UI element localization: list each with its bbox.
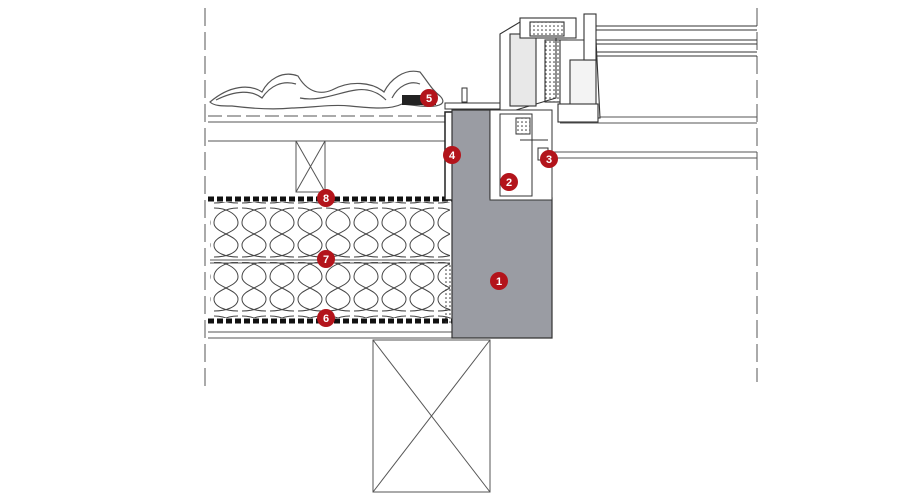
callout-markers: 1 2 3 4 5 6 7 8	[317, 89, 558, 327]
insulation-layer	[210, 202, 450, 318]
interior-lines	[552, 116, 757, 159]
base-beam	[372, 339, 491, 493]
svg-text:5: 5	[426, 93, 432, 105]
tile-profile-2	[215, 82, 421, 101]
callout-5: 5	[420, 89, 438, 107]
callout-2: 2	[500, 173, 518, 191]
callout-4: 4	[443, 146, 461, 164]
svg-text:6: 6	[323, 313, 329, 325]
callout-3: 3	[540, 150, 558, 168]
svg-text:4: 4	[449, 150, 456, 162]
svg-text:7: 7	[323, 254, 329, 266]
dashed-guide-lines	[204, 8, 758, 388]
batten-beam	[295, 140, 326, 193]
ridge-cap	[402, 95, 436, 105]
svg-text:3: 3	[546, 154, 552, 166]
roof-layer-lines	[208, 115, 452, 339]
glazing-lines	[596, 25, 757, 57]
flashing-clip	[461, 87, 468, 103]
skylight-frame	[499, 13, 601, 123]
svg-text:2: 2	[506, 177, 512, 189]
callout-1: 1	[490, 272, 508, 290]
svg-text:8: 8	[323, 193, 329, 205]
insulation-lower-fill	[210, 262, 450, 318]
insulation-upper-fill	[210, 202, 450, 260]
roof-tiles	[209, 70, 444, 110]
callout-6: 6	[317, 309, 335, 327]
callout-8: 8	[317, 189, 335, 207]
vertical-seal	[445, 264, 451, 324]
callout-7: 7	[317, 250, 335, 268]
svg-text:1: 1	[496, 276, 502, 288]
